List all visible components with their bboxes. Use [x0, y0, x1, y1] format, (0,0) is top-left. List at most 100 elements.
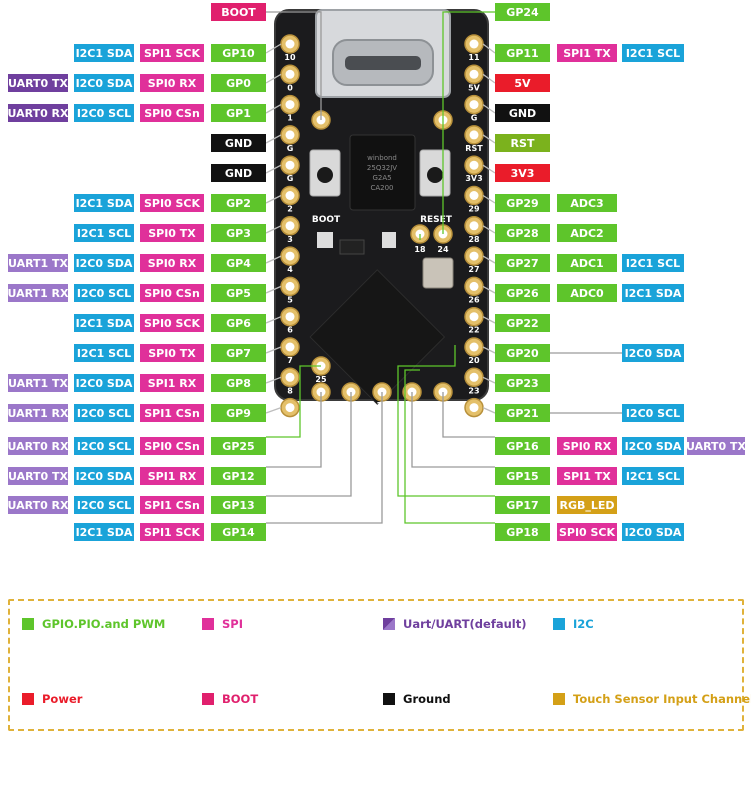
left-spi-label: SPI0 TX — [140, 344, 204, 362]
right-fn2-label: I2C0 SDA — [622, 344, 684, 362]
boot-leader — [266, 11, 322, 120]
left-i2c-label: I2C1 SDA — [74, 194, 134, 212]
right-fn3-label: UART0 TX — [686, 437, 746, 455]
left-gpio-label: GP14 — [211, 523, 266, 541]
legend-swatch — [22, 693, 34, 705]
left-pin-number: 5 — [287, 295, 293, 304]
left-connector — [265, 376, 282, 384]
left-pin-number: G — [287, 174, 294, 183]
left-uart-label: UART1 TX — [8, 374, 68, 392]
legend-swatch — [383, 618, 395, 630]
right-gpio-label: RST — [495, 134, 550, 152]
legend-item: BOOT — [202, 692, 258, 706]
right-gpio-label: GP29 — [495, 194, 550, 212]
left-uart-label: UART0 TX — [8, 467, 68, 485]
gp17-leader — [397, 345, 495, 497]
left-pin-number: 0 — [287, 83, 293, 92]
left-pin-hole-drill — [285, 160, 295, 170]
right-connector — [482, 316, 496, 324]
left-pin-hole-drill — [285, 191, 295, 200]
inner-pin-number: 18 — [414, 245, 426, 254]
gp14-leader — [266, 392, 383, 524]
right-pin-hole-drill — [469, 342, 479, 352]
right-fn1-label: ADC1 — [557, 254, 617, 272]
left-connector — [265, 346, 282, 354]
left-i2c-label: I2C0 SCL — [74, 284, 134, 302]
left-uart-label: UART1 TX — [8, 254, 68, 272]
right-fn1-label: SPI1 TX — [557, 467, 617, 485]
right-fn1-label: SPI0 SCK — [557, 523, 617, 541]
legend-item: Uart/UART(default) — [383, 617, 526, 631]
right-pin-hole-drill — [469, 312, 479, 322]
left-spi-label: SPI1 RX — [140, 374, 204, 392]
left-gpio-label: GP2 — [211, 194, 266, 212]
right-connector — [482, 255, 496, 264]
right-fn1-label: RGB_LED — [557, 496, 617, 514]
legend-swatch — [553, 618, 565, 630]
right-pin-number: 28 — [468, 235, 480, 244]
reset-silkscreen: RESET — [420, 215, 453, 225]
left-pin-hole-drill — [285, 100, 295, 110]
left-pin-number: 4 — [287, 265, 293, 274]
right-fn1-label: ADC0 — [557, 284, 617, 302]
right-gpio-label: GP11 — [495, 44, 550, 62]
legend-swatch — [553, 693, 565, 705]
left-uart-label: UART0 TX — [8, 74, 68, 92]
left-pin-number: 3 — [287, 235, 293, 244]
boot-silkscreen: BOOT — [312, 215, 341, 225]
right-gpio-label: GP17 — [495, 496, 550, 514]
left-pin-number: 2 — [287, 205, 293, 214]
legend-item: SPI — [202, 617, 243, 631]
left-i2c-label: I2C0 SDA — [74, 467, 134, 485]
right-pin-number: 26 — [468, 295, 480, 304]
right-pin-number: 21 — [468, 417, 480, 426]
left-connector — [265, 43, 282, 54]
left-i2c-label: I2C0 SDA — [74, 374, 134, 392]
left-spi-label: SPI0 SCK — [140, 194, 204, 212]
right-fn2-label: I2C1 SCL — [622, 467, 684, 485]
right-connector — [482, 194, 496, 204]
legend-label: Ground — [403, 692, 451, 706]
right-pin-number: 3V3 — [465, 174, 482, 183]
right-fn1-label: SPI1 TX — [557, 44, 617, 62]
right-gpio-label: GND — [495, 104, 550, 122]
legend-label: Touch Sensor Input Channel — [573, 692, 751, 706]
legend-label: Power — [42, 692, 83, 706]
chip-text: 25Q32JV — [367, 164, 397, 172]
left-i2c-label: I2C1 SDA — [74, 314, 134, 332]
gp15-leader — [411, 392, 495, 468]
left-pin-hole-drill — [285, 342, 295, 352]
legend-label: GPIO.PIO.and PWM — [42, 617, 166, 631]
left-gpio-label: GP12 — [211, 467, 266, 485]
chip-text: CA200 — [370, 184, 393, 192]
left-spi-label: SPI1 SCK — [140, 44, 204, 62]
legend-item: Ground — [383, 692, 451, 706]
right-pin-hole-drill — [469, 251, 479, 261]
left-spi-label: SPI1 CSn — [140, 496, 204, 514]
left-spi-label: SPI0 TX — [140, 224, 204, 242]
bottom-pin-number: 25 — [315, 375, 327, 384]
right-gpio-label: 5V — [495, 74, 550, 92]
left-i2c-label: I2C0 SDA — [74, 254, 134, 272]
left-spi-label: SPI0 RX — [140, 74, 204, 92]
left-gpio-label: GND — [211, 134, 266, 152]
left-pin-hole-drill — [285, 281, 295, 291]
gp13-leader — [266, 392, 352, 497]
right-gpio-label: 3V3 — [495, 164, 550, 182]
left-pin-hole-drill — [285, 69, 295, 79]
left-gpio-label: GP4 — [211, 254, 266, 272]
right-pin-hole-drill — [469, 403, 479, 413]
left-i2c-label: I2C0 SCL — [74, 404, 134, 422]
left-connector — [265, 164, 282, 174]
left-i2c-label: I2C1 SDA — [74, 44, 134, 62]
left-gpio-label: GP25 — [211, 437, 266, 455]
right-pin-number: 11 — [468, 53, 480, 62]
legend-label: I2C — [573, 617, 594, 631]
right-pin-number: 29 — [468, 205, 480, 214]
legend-box — [8, 599, 744, 731]
boot-label: BOOT — [211, 3, 266, 21]
left-pin-hole-drill — [285, 39, 295, 49]
left-i2c-label: I2C0 SDA — [74, 74, 134, 92]
right-pin-hole-drill — [469, 69, 479, 79]
left-gpio-label: GP9 — [211, 404, 266, 422]
